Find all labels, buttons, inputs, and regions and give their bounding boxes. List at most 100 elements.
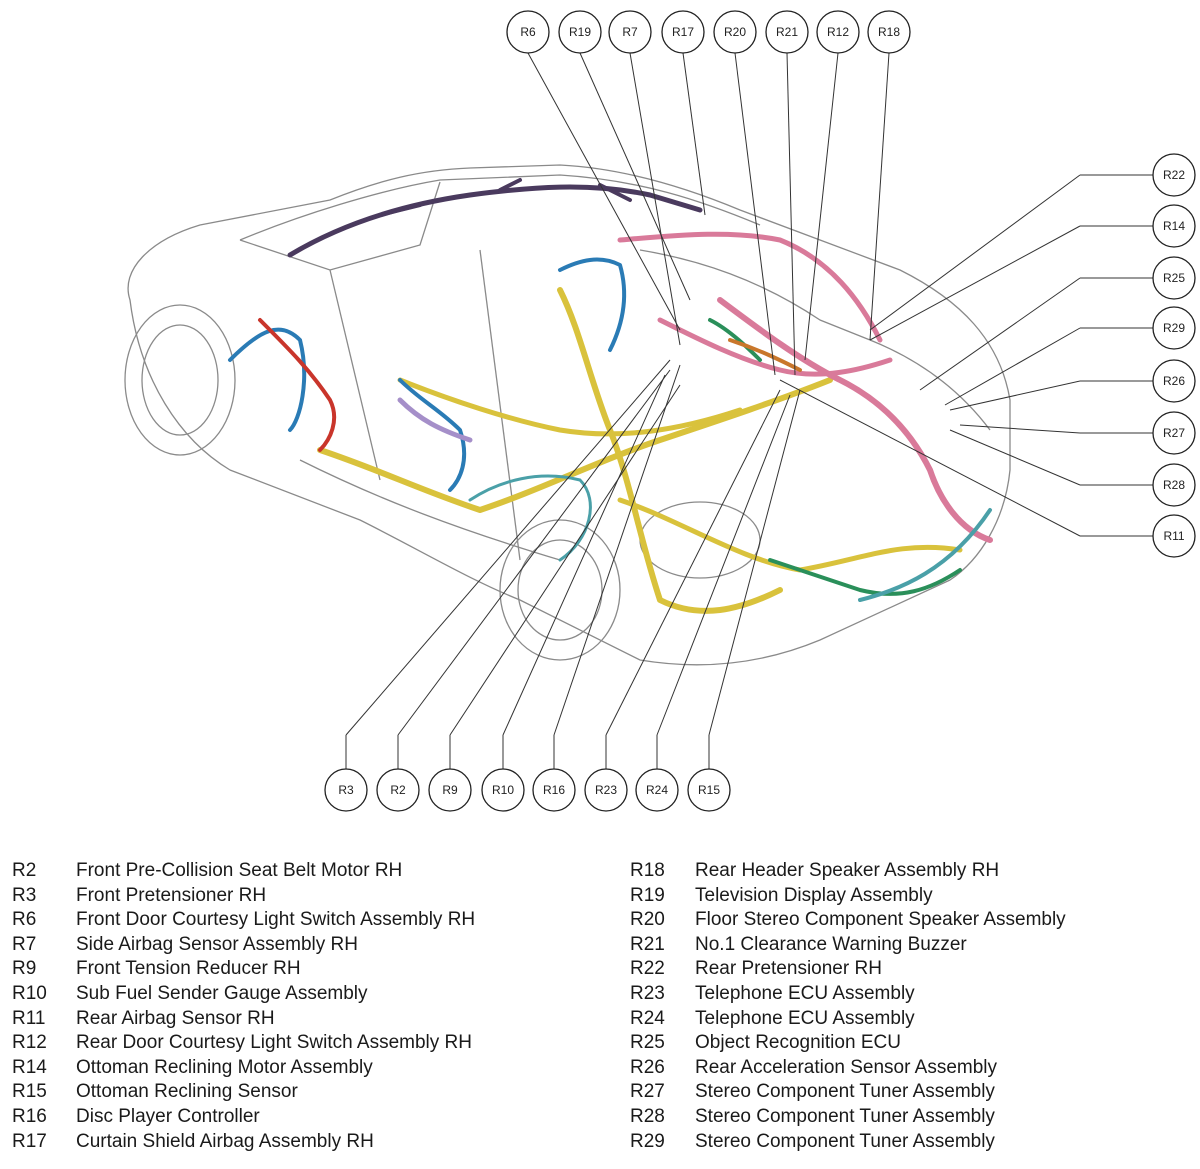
callout-r20-circle: [713, 10, 757, 54]
leader-line-r10: [502, 374, 666, 736]
callout-r18-label: R18: [878, 25, 900, 39]
legend-description: Curtain Shield Airbag Assembly RH: [76, 1130, 374, 1152]
legend-description: Front Tension Reducer RH: [76, 958, 301, 980]
callout-r11: R11: [1152, 514, 1196, 558]
legend-code: R2: [12, 860, 37, 881]
callout-r11-label: R11: [1163, 529, 1184, 543]
callout-r24: R24: [635, 768, 679, 812]
harness-pink-rear: [717, 297, 993, 543]
legend-code: R27: [630, 1081, 665, 1103]
callout-r29-label: R29: [1163, 321, 1185, 335]
callout-r21-label: R21: [776, 25, 798, 39]
leader-line-r18: [869, 52, 890, 341]
callout-r25: R25: [1152, 256, 1196, 300]
callout-r23-label: R23: [595, 783, 617, 797]
leader-line-r23: [605, 389, 781, 736]
legend-code: R14: [12, 1056, 47, 1078]
harness-roof: [287, 184, 703, 258]
callout-r27-circle: [1152, 411, 1196, 455]
harness-green-rear: [708, 318, 762, 362]
callout-r6-label: R6: [520, 25, 536, 39]
legend-description: Television Display Assembly: [695, 884, 933, 906]
leader-line-r14: [869, 225, 1081, 341]
callout-r16-circle: [532, 768, 576, 812]
leader-line-r11: [779, 379, 1081, 537]
legend-code: R12: [12, 1032, 47, 1054]
callout-r26-circle: [1152, 359, 1196, 403]
leader-line-r27: [959, 424, 1081, 434]
callout-r25-label: R25: [1163, 271, 1185, 285]
callout-r24-label: R24: [646, 783, 668, 797]
door-line-front: [329, 269, 381, 481]
harness-blue-pillar: [558, 257, 627, 352]
legend-description: Rear Header Speaker Assembly RH: [695, 860, 1000, 881]
leader-line-r3: [345, 359, 671, 736]
callout-r20: R20: [713, 10, 757, 54]
callout-r14: R14: [1152, 204, 1196, 248]
callout-r17-label: R17: [672, 25, 694, 39]
legend-code: R28: [630, 1105, 665, 1127]
legend-description: Stereo Component Tuner Assembly: [695, 1105, 995, 1127]
legend-code: R26: [630, 1056, 665, 1078]
legend-description: Ottoman Reclining Sensor: [76, 1081, 298, 1103]
callout-r11-circle: [1152, 514, 1196, 558]
callout-r9: R9: [428, 768, 472, 812]
legend-description: Object Recognition ECU: [695, 1032, 901, 1054]
callout-r16: R16: [532, 768, 576, 812]
leader-line-r26: [949, 380, 1081, 411]
legend-description: Telephone ECU Assembly: [695, 1007, 915, 1029]
callout-r10-label: R10: [492, 783, 514, 797]
harness-main-floor-2: [397, 377, 743, 437]
sill-line: [299, 459, 561, 561]
leader-line-r29: [944, 327, 1081, 406]
callout-r24-circle: [635, 768, 679, 812]
harness-teal-sill: [468, 474, 592, 562]
leader-line-r19: [579, 52, 691, 301]
callout-r7-label: R7: [622, 25, 638, 39]
rear-window: [639, 249, 871, 341]
callout-r10: R10: [481, 768, 525, 812]
callout-r12-circle: [816, 10, 860, 54]
callout-r2: R2: [376, 768, 420, 812]
callout-r19-circle: [558, 10, 602, 54]
callout-r16-label: R16: [543, 783, 565, 797]
harness-teal-trunk: [858, 508, 992, 602]
legend-code: R11: [12, 1007, 46, 1029]
callout-r29-circle: [1152, 306, 1196, 350]
callout-r7-circle: [608, 10, 652, 54]
harness-green-trunk: [768, 558, 962, 596]
callout-r25-circle: [1152, 256, 1196, 300]
legend-description: Stereo Component Tuner Assembly: [695, 1130, 995, 1152]
leader-line-r17: [682, 52, 706, 216]
leader-line-r12: [804, 52, 839, 361]
callout-r26-label: R26: [1163, 374, 1185, 388]
callout-r3-circle: [324, 768, 368, 812]
callout-r14-label: R14: [1163, 219, 1185, 233]
harness-blue-door: [398, 378, 467, 492]
callout-r22-circle: [1152, 153, 1196, 197]
legend-description: Floor Stereo Component Speaker Assembly: [695, 909, 1066, 931]
harness-blue-front: [228, 327, 307, 432]
leader-line-r22: [869, 174, 1081, 331]
body-silhouette: [127, 164, 1011, 666]
legend-code: R16: [12, 1105, 47, 1127]
harness-main-floor: [317, 377, 833, 513]
legend-code: R7: [12, 933, 37, 955]
callout-r17: R17: [661, 10, 705, 54]
callout-r3-label: R3: [338, 783, 354, 797]
legend-description: Disc Player Controller: [76, 1105, 260, 1127]
legend-code: R29: [630, 1130, 665, 1152]
callout-r23: R23: [584, 768, 628, 812]
callout-r17-circle: [661, 10, 705, 54]
legend-description: Front Door Courtesy Light Switch Assembl…: [76, 909, 476, 931]
callout-r15: R15: [687, 768, 731, 812]
leader-line-r25: [919, 277, 1081, 391]
legend-code: R18: [630, 860, 665, 881]
callout-r12-label: R12: [827, 25, 849, 39]
callout-r27: R27: [1152, 411, 1196, 455]
legend-code: R25: [630, 1032, 665, 1054]
callout-r26: R26: [1152, 359, 1196, 403]
legend-description: Sub Fuel Sender Gauge Assembly: [76, 982, 368, 1004]
